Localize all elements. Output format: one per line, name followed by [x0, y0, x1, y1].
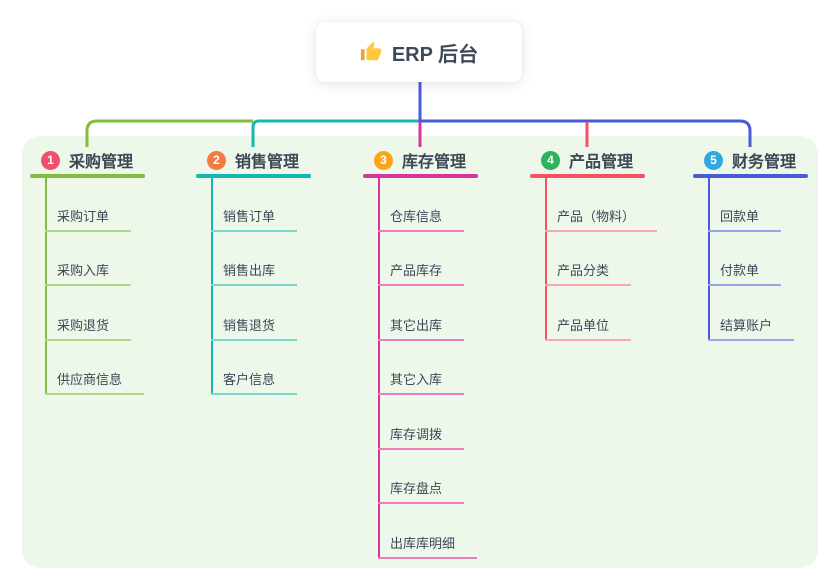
branch-item[interactable]: 销售退货 [211, 313, 298, 341]
root-title: ERP 后台 [391, 43, 479, 66]
branch-title: 库存管理 [402, 154, 467, 171]
branch-number-badge: 4 [541, 150, 560, 170]
branch-item[interactable]: 库存调拨 [378, 422, 465, 450]
thumbs-up-icon [360, 41, 381, 61]
branch-underline [693, 174, 808, 178]
branch-item[interactable]: 采购订单 [45, 204, 132, 232]
branch-item[interactable]: 采购退货 [45, 313, 132, 341]
branch-trunk-line [545, 176, 547, 339]
branch-title: 产品管理 [569, 154, 634, 171]
branches-panel [22, 136, 818, 568]
branch-item[interactable]: 产品库存 [378, 258, 465, 286]
branch-underline [363, 174, 478, 178]
branch-item[interactable]: 销售出库 [211, 258, 298, 286]
branch-number-badge: 2 [207, 150, 226, 170]
branch-item[interactable]: 库存盘点 [378, 476, 465, 504]
branch-node[interactable]: 1 采购管理 [30, 146, 190, 174]
branch-node[interactable]: 3 库存管理 [363, 146, 523, 174]
branch-purchase: 1 采购管理 采购订单 采购入库 采购退货 供应商信息 [30, 146, 190, 395]
branch-inventory: 3 库存管理 仓库信息 产品库存 其它出库 其它入库 库存调拨 库存盘点 出库库… [363, 146, 523, 559]
branch-item[interactable]: 其它出库 [378, 313, 465, 341]
branch-underline [196, 174, 311, 178]
root-node[interactable]: ERP 后台 [316, 22, 522, 82]
branch-item[interactable]: 产品分类 [545, 258, 632, 286]
branch-item[interactable]: 回款单 [708, 204, 782, 232]
branch-item[interactable]: 供应商信息 [45, 367, 145, 395]
branch-title: 财务管理 [732, 154, 797, 171]
branch-trunk-line [708, 176, 710, 339]
branch-underline [530, 174, 645, 178]
branch-item[interactable]: 其它入库 [378, 367, 465, 395]
branch-node[interactable]: 2 销售管理 [196, 146, 356, 174]
branch-item[interactable]: 仓库信息 [378, 204, 465, 232]
branch-number-badge: 1 [41, 150, 60, 170]
branch-trunk-line [378, 176, 380, 557]
branch-item[interactable]: 产品（物料） [545, 204, 658, 232]
branch-number-badge: 5 [704, 150, 723, 170]
branch-node[interactable]: 5 财务管理 [693, 146, 839, 174]
branch-node[interactable]: 4 产品管理 [530, 146, 690, 174]
branch-item[interactable]: 付款单 [708, 258, 782, 286]
branch-item[interactable]: 客户信息 [211, 367, 298, 395]
branch-title: 销售管理 [235, 154, 300, 171]
branch-sales: 2 销售管理 销售订单 销售出库 销售退货 客户信息 [196, 146, 356, 395]
branch-item[interactable]: 销售订单 [211, 204, 298, 232]
branch-number-badge: 3 [374, 150, 393, 170]
branch-product: 4 产品管理 产品（物料） 产品分类 产品单位 [530, 146, 690, 341]
branch-underline [30, 174, 145, 178]
branch-item[interactable]: 产品单位 [545, 313, 632, 341]
branch-item[interactable]: 采购入库 [45, 258, 132, 286]
branch-item[interactable]: 结算账户 [708, 313, 795, 341]
branch-finance: 5 财务管理 回款单 付款单 结算账户 [693, 146, 839, 341]
branch-item[interactable]: 出库库明细 [378, 531, 478, 559]
branch-title: 采购管理 [69, 154, 134, 171]
